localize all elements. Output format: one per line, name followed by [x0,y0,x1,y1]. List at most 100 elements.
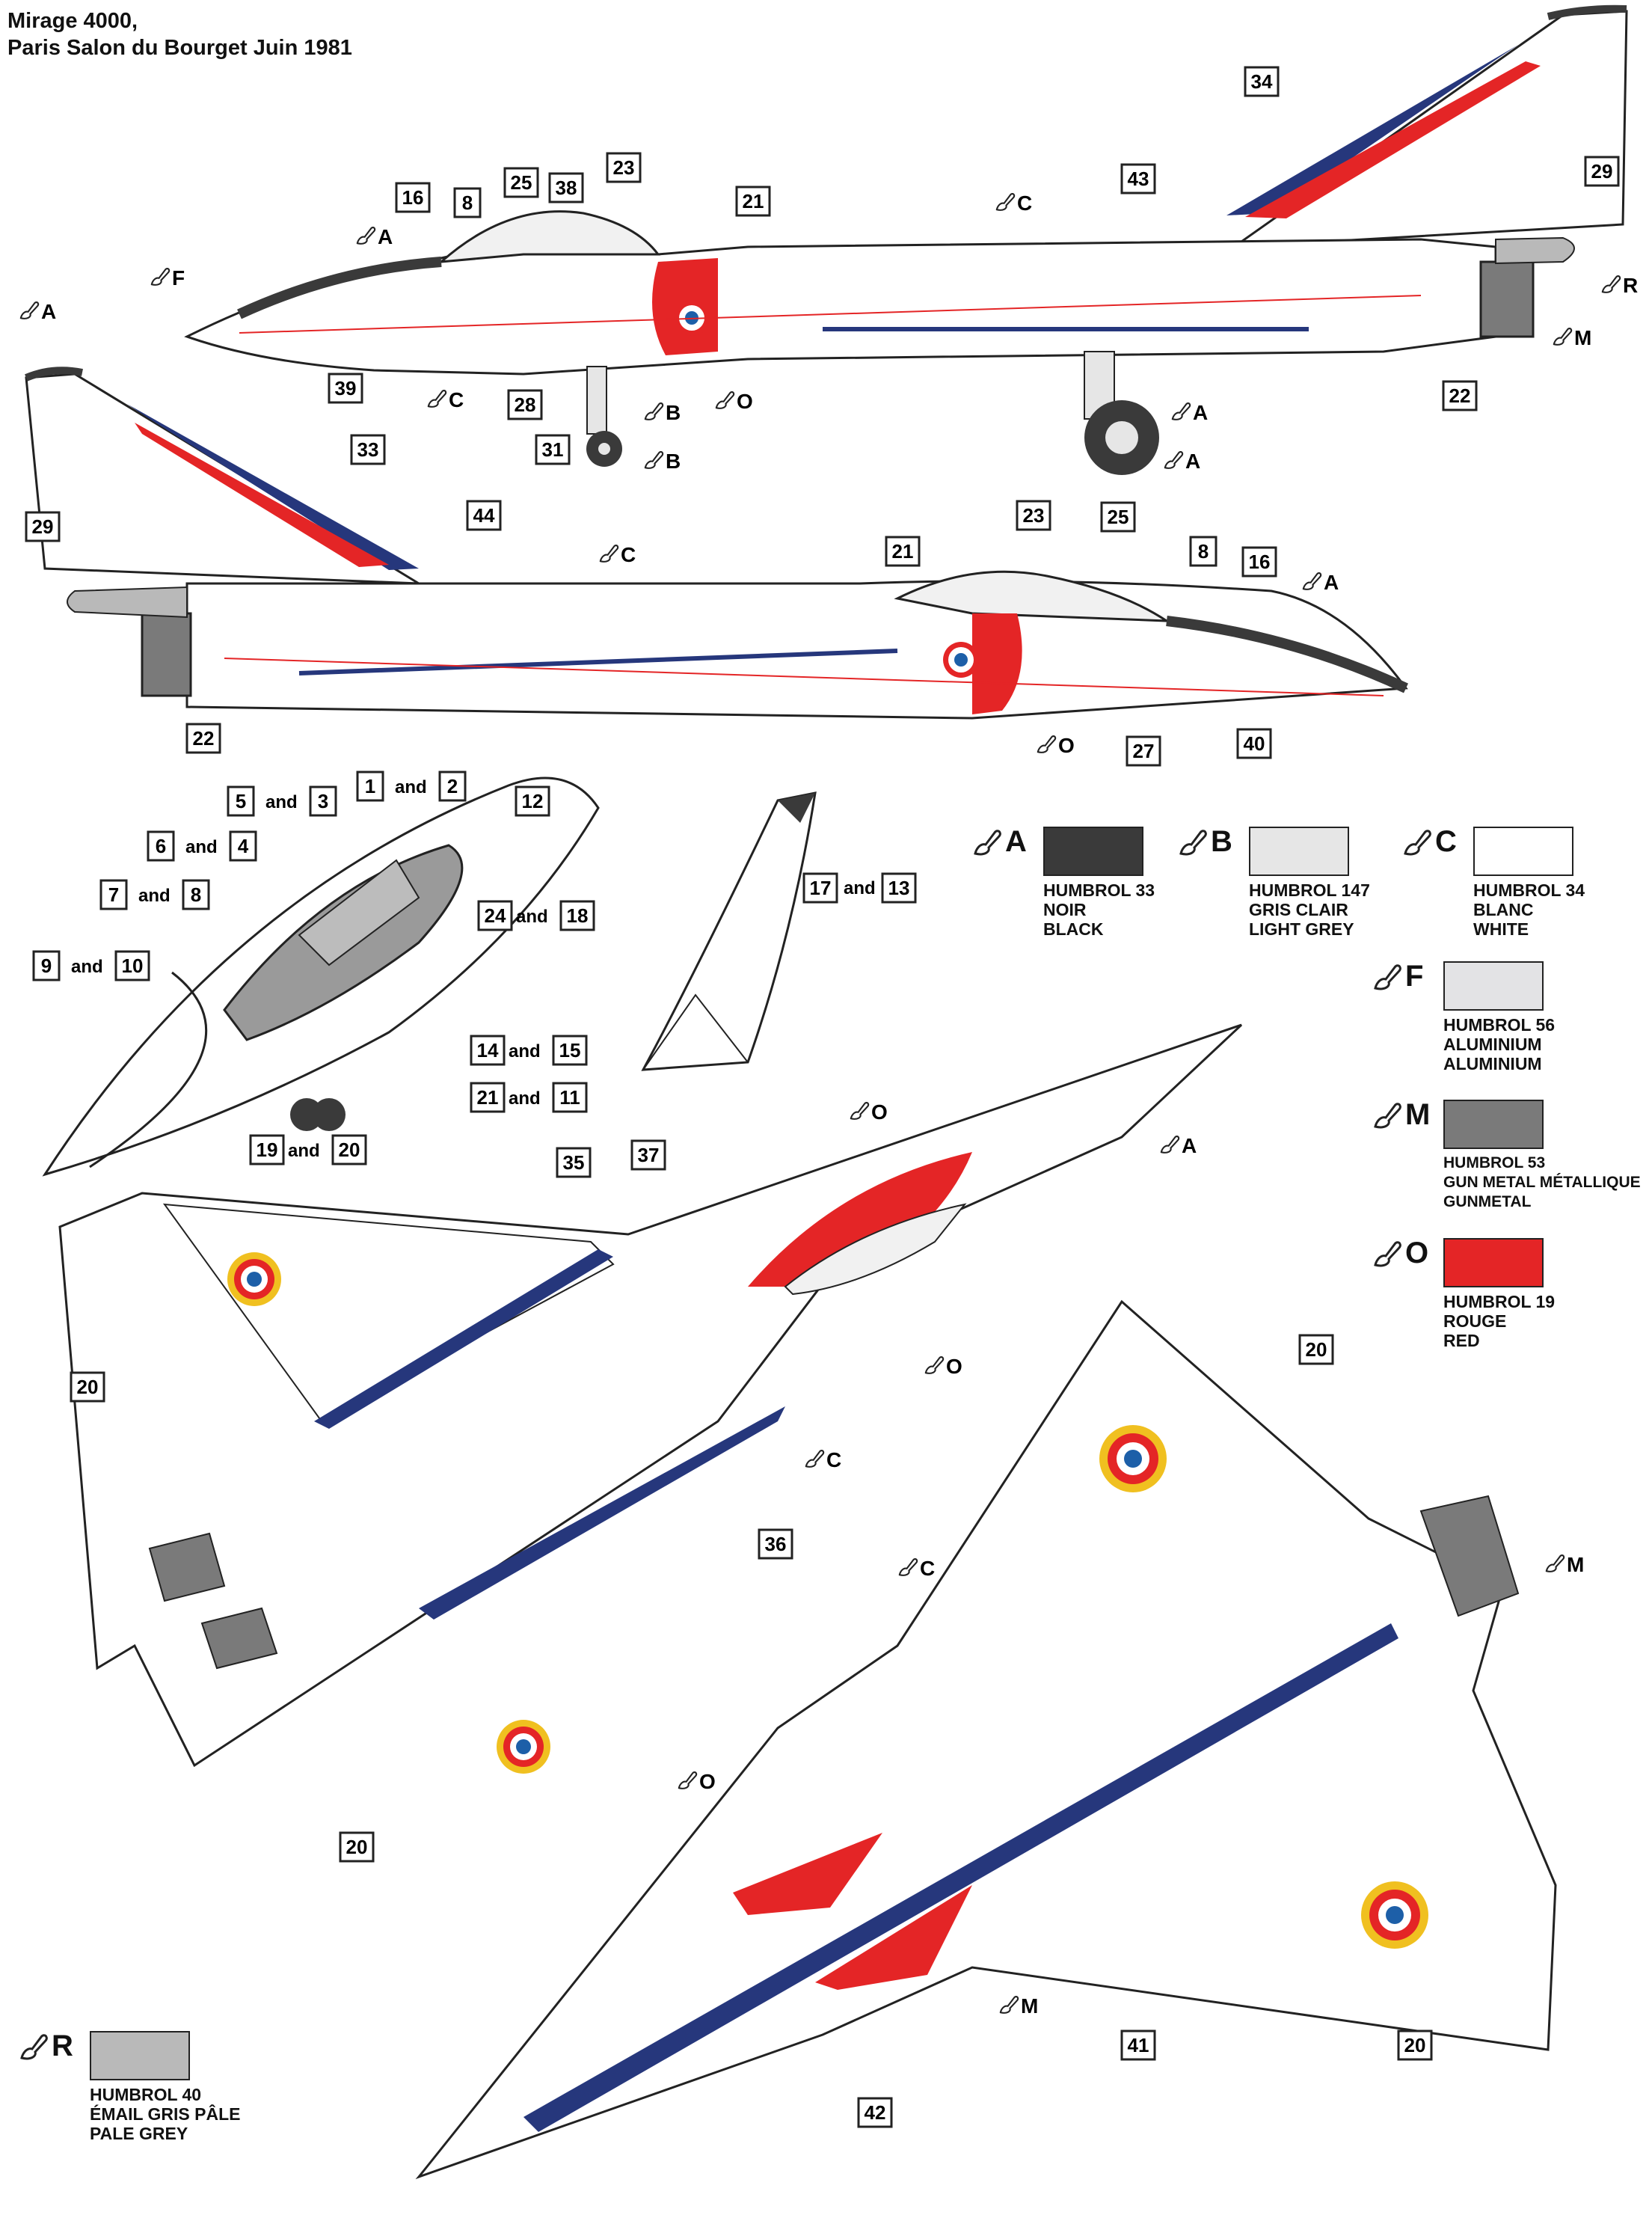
decal-box [556,1147,592,1178]
and-label: and [509,1041,541,1062]
decal-box [249,1134,285,1165]
paint-code: C [1435,825,1457,858]
paint-line1: HUMBROL 19 [1443,1292,1556,1311]
paint-code: O [1405,1237,1429,1269]
decal-box [548,172,584,203]
decal-box [470,1082,506,1113]
decal-box [503,167,539,198]
decal-box [1442,380,1478,411]
decal-number-19: 19 [249,1134,285,1165]
decal-number-14: 14 [470,1035,506,1066]
decal-number-43: 43 [1120,163,1156,194]
decal-box [630,1139,666,1171]
decal-number-text: 8 [191,883,201,906]
decal-box [881,872,917,904]
decal-number-text: 29 [1591,160,1613,183]
decal-box [507,389,543,420]
brush-icon [805,1449,825,1468]
decal-number-1: 1 [356,771,384,802]
paint-ref-r: R [1601,274,1638,297]
and-label: and [844,878,876,898]
decal-number-text: 2 [447,775,458,797]
decal-box [1397,2029,1433,2061]
decal-number-text: 42 [865,2101,886,2124]
paint-ref-o: O [924,1355,962,1378]
decal-number-text: 22 [1449,385,1471,407]
decal-number-text: 11 [559,1086,580,1109]
paint-ref-o: O [715,390,753,413]
brush-icon [1178,827,1208,860]
decal-box [1126,735,1161,767]
paint-letter: F [172,266,185,290]
decal-number-10: 10 [114,950,150,981]
side-view-starboard [184,4,1628,475]
brush-icon [644,402,664,420]
decal-box [1100,501,1136,533]
brush-icon [19,2031,49,2065]
decal-number-text: 20 [77,1376,99,1398]
paint-line3: LIGHT GREY [1249,919,1354,939]
decal-number-text: 6 [156,835,166,857]
decal-number-text: 25 [511,171,532,194]
decal-number-text: 9 [41,955,52,977]
decal-number-text: 27 [1133,740,1155,762]
paint-letter: B [666,450,681,473]
paint-ref-o: O [850,1100,888,1124]
decal-number-11: 11 [552,1082,588,1113]
decal-number-7: 7 [99,879,128,910]
decal-number-8: 8 [453,187,482,218]
decal-number-text: 21 [477,1086,499,1109]
brush-icon [1171,402,1191,420]
decal-number-text: 33 [357,438,379,461]
decal-number-text: 44 [473,504,495,527]
decal-box [477,900,513,931]
decal-number-20: 20 [70,1371,105,1403]
brush-icon [1402,827,1432,860]
decal-number-text: 29 [32,515,54,538]
brush-icon [1372,961,1402,995]
decal-box [114,950,150,981]
decal-box [331,1134,367,1165]
decal-box [395,182,431,213]
decal-number-text: 34 [1251,70,1273,93]
paint-code: F [1405,960,1424,993]
paint-line1: HUMBROL 34 [1473,880,1585,900]
decal-number-text: 18 [567,904,589,927]
brush-icon [678,1771,698,1789]
decal-box [328,373,363,404]
paint-ref-c: C [898,1557,935,1580]
paint-ref-a: A [356,225,393,248]
paint-line2: NOIR [1043,900,1087,919]
brush-icon [972,827,1002,860]
decal-number-text: 16 [1249,551,1271,573]
decal-number-text: 23 [1023,504,1045,527]
paint-ref-a: A [1160,1134,1197,1157]
paint-letter: A [378,225,393,248]
decal-number-16: 16 [395,182,431,213]
decal-box [438,771,467,802]
color-swatch [1443,1238,1544,1287]
paint-ref-c: C [427,388,464,411]
decal-number-29: 29 [25,511,61,542]
decal-box [453,187,482,218]
decal-number-15: 15 [552,1035,588,1066]
brush-icon [599,544,619,563]
paint-code: M [1405,1098,1431,1131]
and-label: and [509,1088,541,1109]
brush-icon [1545,1554,1565,1572]
top-view [58,1023,1243,1774]
decal-number-6: 6 [147,830,175,862]
color-swatch [1043,827,1143,876]
decal-box [470,1035,506,1066]
decal-number-text: 7 [108,883,119,906]
decal-number-3: 3 [309,785,337,817]
and-label: and [395,777,427,797]
bottom-view [415,1299,1557,2180]
decal-number-23: 23 [606,152,642,183]
decal-box [802,872,838,904]
